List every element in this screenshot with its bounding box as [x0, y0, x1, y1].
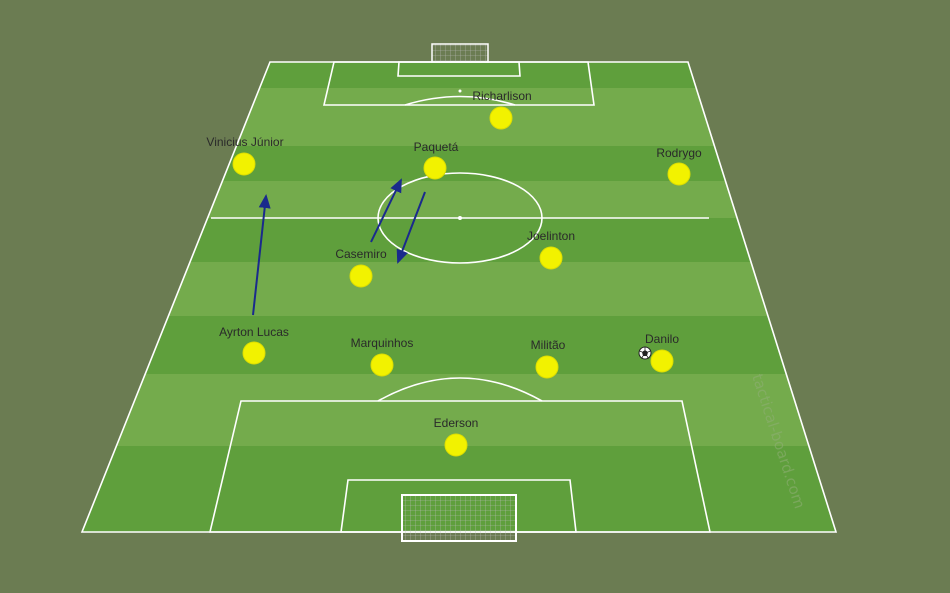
player-ricarlison[interactable]: Richarlison	[472, 89, 532, 130]
bottom-goal	[401, 494, 517, 542]
bottom-penalty-arc	[377, 377, 543, 402]
center-spot	[458, 216, 462, 220]
player-marker[interactable]	[370, 353, 394, 377]
player-militao[interactable]: Militão	[531, 338, 566, 379]
player-marker[interactable]	[232, 152, 256, 176]
player-label: Militão	[531, 338, 566, 352]
grass-stripe	[82, 262, 836, 316]
grass-stripe	[82, 316, 836, 374]
grass-stripe	[82, 218, 836, 262]
player-marker[interactable]	[349, 264, 373, 288]
player-label: Casemiro	[335, 247, 387, 261]
movement-arrows	[252, 178, 426, 316]
player-rodrygo[interactable]: Rodrygo	[656, 146, 702, 186]
player-marquinhos[interactable]: Marquinhos	[351, 336, 414, 377]
player-label: Vinicius Júnior	[206, 135, 283, 149]
top-penalty-spot	[458, 89, 462, 93]
soccer-ball-icon[interactable]	[638, 346, 652, 360]
player-marker[interactable]	[535, 355, 559, 379]
arrow-casemiro-run[interactable]	[370, 178, 402, 243]
player-marker[interactable]	[489, 106, 513, 130]
player-label: Richarlison	[472, 89, 531, 103]
player-vinicius[interactable]: Vinicius Júnior	[206, 135, 284, 176]
player-joelinton[interactable]: Joelinton	[527, 229, 575, 270]
player-marker[interactable]	[242, 341, 266, 365]
player-marker[interactable]	[539, 246, 563, 270]
center-circle	[377, 172, 543, 264]
bottom-goal-area	[340, 479, 577, 533]
player-label: Danilo	[645, 332, 679, 346]
player-paqueta[interactable]: Paquetá	[414, 140, 459, 180]
player-label: Rodrygo	[656, 146, 702, 160]
player-label: Paquetá	[414, 140, 459, 154]
player-ayrton[interactable]: Ayrton Lucas	[219, 325, 289, 365]
player-casemiro[interactable]: Casemiro	[335, 247, 387, 288]
player-label: Ayrton Lucas	[219, 325, 289, 339]
player-marker[interactable]	[667, 162, 691, 186]
arrow-paqueta-drop[interactable]	[396, 191, 426, 264]
player-danilo[interactable]: Danilo	[645, 332, 679, 373]
pitch-markings	[80, 61, 838, 533]
player-marker[interactable]	[650, 349, 674, 373]
top-goal	[431, 43, 489, 63]
top-penalty-arc	[404, 95, 516, 106]
player-label: Joelinton	[527, 229, 575, 243]
arrow-ayrton-run[interactable]	[252, 194, 271, 316]
player-marker[interactable]	[444, 433, 468, 457]
player-label: Marquinhos	[351, 336, 414, 350]
player-ederson[interactable]: Ederson	[434, 416, 479, 457]
bottom-penalty-area	[208, 400, 711, 533]
player-label: Ederson	[434, 416, 479, 430]
player-marker[interactable]	[423, 156, 447, 180]
